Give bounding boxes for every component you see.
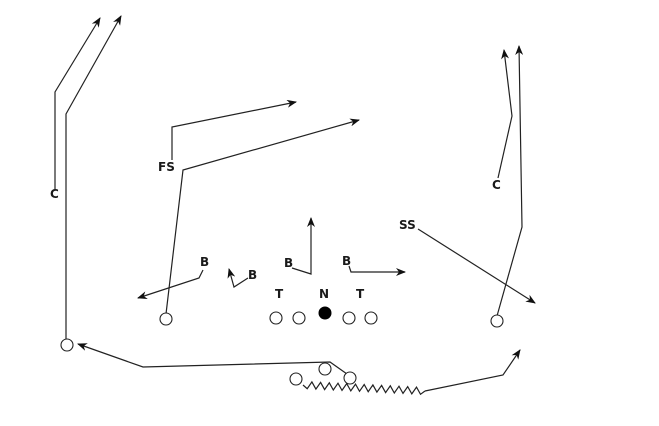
ss-route (417, 228, 536, 304)
label-t-right: T (356, 287, 365, 301)
player-rb-left (289, 372, 303, 386)
player-qb (318, 362, 332, 376)
player-lt (269, 311, 283, 325)
qb-route (77, 343, 348, 375)
fs-route-1 (171, 99, 297, 160)
label-ss: SS (399, 218, 416, 232)
player-wr-right (490, 314, 504, 328)
player-wr-left (60, 338, 74, 352)
player-rt (364, 311, 378, 325)
rb-motion (302, 380, 426, 396)
b3-route (291, 217, 315, 275)
label-b3: B (284, 256, 293, 270)
c-left-route-1 (54, 17, 101, 190)
label-c-right: C (492, 178, 501, 192)
label-c-left: C (50, 187, 59, 201)
routes-layer (54, 15, 536, 396)
player-rg (342, 311, 356, 325)
b2-route (227, 268, 249, 288)
player-te-left (159, 312, 173, 326)
player-rb-right (343, 371, 357, 385)
label-t-left: T (275, 287, 284, 301)
label-fs: FS (158, 160, 175, 174)
c-right-route (497, 49, 513, 179)
b4-route (348, 265, 406, 276)
player-center (318, 306, 332, 320)
fs-route-2 (165, 118, 360, 315)
b1-route (137, 269, 204, 299)
c-left-route-2 (65, 15, 122, 340)
defense-labels-layer: C FS C SS B B B B T N T (50, 160, 501, 301)
player-lg (292, 311, 306, 325)
label-b4: B (342, 254, 351, 268)
offense-players-layer (60, 306, 504, 386)
rb-right-route (424, 349, 521, 392)
label-n: N (319, 287, 329, 301)
label-b2: B (248, 268, 257, 282)
label-b1: B (200, 255, 209, 269)
wr-right-route (496, 45, 524, 317)
